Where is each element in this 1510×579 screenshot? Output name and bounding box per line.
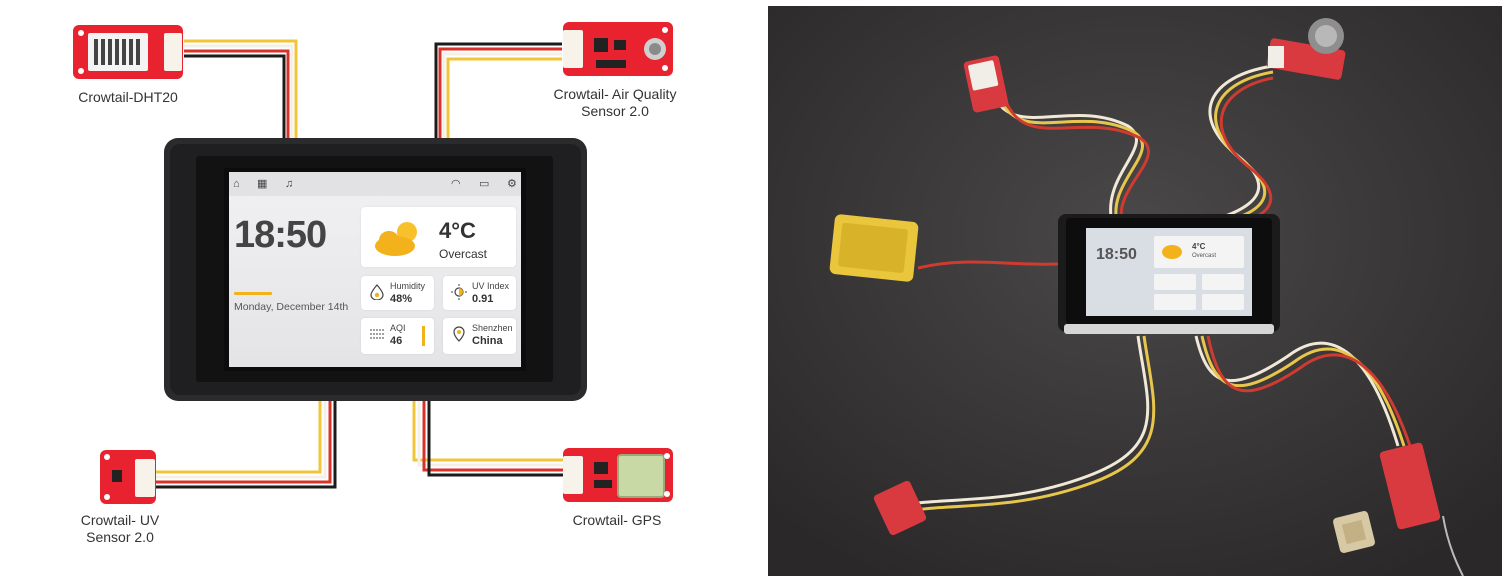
aqi-card[interactable]: AQI 46 (361, 318, 434, 354)
wifi-icon[interactable]: ◠ (451, 178, 461, 190)
product-photo: 18:50 4°C Overcast (768, 6, 1502, 576)
photo-canvas (768, 6, 1502, 576)
clock-time: 18:50 (234, 214, 327, 256)
device-screen: ⌂ ▦ ♫ ◠ ▭ ⚙ 18:50 Monday, December 14th … (229, 172, 521, 367)
aqi-bars-icon (370, 329, 384, 339)
weather-temperature: 4°C (439, 218, 476, 243)
location-country: China (472, 335, 503, 347)
location-city: Shenzhen (472, 323, 513, 333)
air-quality-caption: Crowtail- Air Quality Sensor 2.0 (530, 86, 700, 120)
dht20-cable (184, 39, 298, 140)
photo-screen-temperature: 4°C (1192, 242, 1206, 251)
uv-cable (156, 400, 337, 489)
humidity-label: Humidity (390, 281, 426, 291)
dht20-module (73, 25, 183, 79)
gps-caption: Crowtail- GPS (572, 512, 662, 528)
water-drop-icon (370, 284, 384, 300)
photo-gps-module (1333, 442, 1441, 553)
home-icon[interactable]: ⌂ (233, 178, 240, 190)
weather-condition: Overcast (439, 247, 488, 261)
air-quality-cable (434, 42, 562, 140)
settings-icon[interactable]: ⚙ (507, 178, 517, 190)
location-pin-icon (453, 326, 465, 342)
uv-module (100, 450, 156, 504)
uv-caption: Crowtail- UV Sensor 2.0 (60, 512, 180, 546)
humidity-card[interactable]: Humidity 48% (361, 276, 434, 310)
air-quality-caption-line1: Crowtail- Air Quality (553, 86, 677, 102)
dht20-caption: Crowtail-DHT20 (78, 89, 178, 105)
uv-index-label: UV Index (472, 281, 510, 291)
status-bar: ⌂ ▦ ♫ ◠ ▭ ⚙ (229, 172, 521, 196)
battery-icon[interactable]: ▭ (479, 178, 490, 190)
uv-index-value: 0.91 (472, 293, 494, 305)
cloud-sun-icon (375, 222, 417, 256)
photo-air-quality-module (1266, 18, 1346, 80)
photo-dht20-module (963, 55, 1009, 113)
gps-module (563, 448, 673, 502)
lipo-battery (829, 214, 919, 282)
uv-caption-line2: Sensor 2.0 (86, 529, 154, 545)
photo-device (1058, 214, 1280, 334)
photo-cables (897, 64, 1464, 576)
photo-screen-condition: Overcast (1192, 253, 1217, 259)
aqi-value: 46 (390, 335, 403, 347)
weather-card[interactable]: 4°C Overcast (361, 207, 516, 267)
gps-cable (412, 400, 563, 477)
clock-accent-line (234, 292, 272, 295)
apps-icon[interactable]: ▦ (257, 178, 268, 190)
sun-half-icon (451, 284, 467, 300)
uv-caption-line1: Crowtail- UV (80, 512, 160, 528)
photo-screen-time: 18:50 (1096, 246, 1137, 263)
clock-date: Monday, December 14th (234, 301, 349, 313)
uv-index-card[interactable]: UV Index 0.91 (443, 276, 516, 310)
wiring-diagram: ⌂ ▦ ♫ ◠ ▭ ⚙ 18:50 Monday, December 14th … (60, 22, 700, 546)
humidity-value: 48% (390, 293, 413, 305)
photo-uv-module (873, 480, 927, 536)
aqi-level-bar (422, 326, 425, 346)
air-quality-module (563, 22, 673, 76)
location-card[interactable]: Shenzhen China (443, 318, 516, 354)
aqi-label: AQI (390, 323, 406, 333)
air-quality-caption-line2: Sensor 2.0 (581, 103, 649, 119)
music-icon[interactable]: ♫ (285, 178, 294, 190)
